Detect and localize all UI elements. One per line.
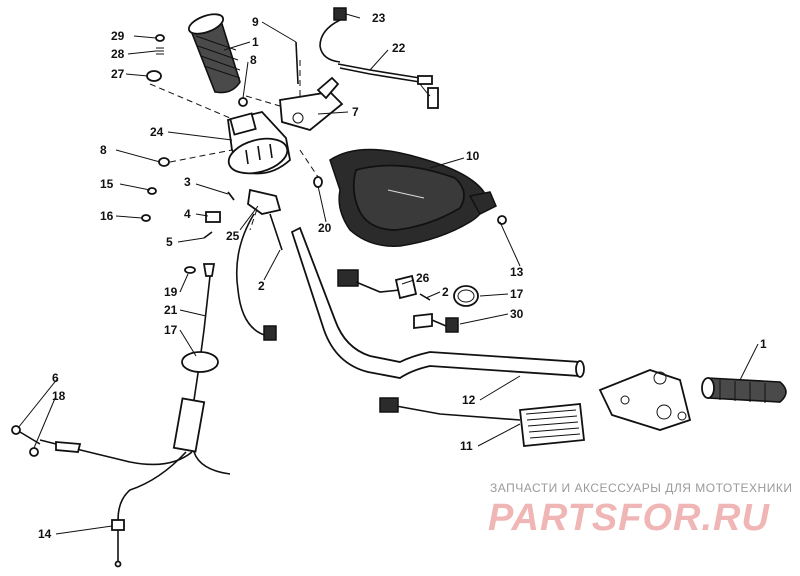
callout-28: 28	[111, 47, 125, 61]
leader-lines	[17, 13, 759, 535]
watermark: ЗАПЧАСТИ И АКСЕССУАРЫ ДЛЯ МОТОТЕХНИКИ PA…	[488, 481, 792, 539]
callout-2-left: 2	[258, 279, 265, 293]
small-hardware	[141, 34, 507, 239]
callout-1-right: 1	[760, 337, 767, 351]
throttle-block	[598, 369, 692, 431]
watermark-caption: ЗАПЧАСТИ И АКСЕССУАРЫ ДЛЯ МОТОТЕХНИКИ	[490, 481, 792, 495]
callout-15: 15	[100, 177, 114, 191]
callout-1-top: 1	[252, 35, 259, 49]
right-grip	[701, 377, 787, 403]
callout-17-left: 17	[164, 323, 178, 337]
callout-23: 23	[372, 11, 386, 25]
brake-lever-bracket	[279, 76, 344, 131]
hand-guard	[329, 148, 497, 247]
kill-switch	[337, 269, 459, 333]
callout-30: 30	[510, 307, 524, 321]
callout-18: 18	[52, 389, 66, 403]
callout-22: 22	[392, 41, 406, 55]
wiring-harness-22	[337, 63, 439, 109]
callout-29: 29	[111, 29, 125, 43]
clamp-17-right	[453, 285, 479, 307]
callout-10: 10	[466, 149, 480, 163]
callout-9: 9	[252, 15, 259, 29]
callout-4: 4	[184, 207, 191, 221]
callout-14: 14	[38, 527, 52, 541]
callout-24: 24	[150, 125, 164, 139]
callout-16: 16	[100, 209, 114, 223]
callout-11: 11	[460, 439, 473, 453]
callout-7: 7	[352, 105, 359, 119]
callout-27: 27	[111, 67, 125, 81]
callout-8-top: 8	[250, 53, 257, 67]
callout-8-left: 8	[100, 143, 107, 157]
switch-23	[319, 7, 347, 63]
heater-element-11	[379, 397, 585, 447]
callouts: 29 28 27 1 9 8 23 22 7 24 8 15 16 3 4 5 …	[38, 11, 767, 541]
throttle-cable	[11, 263, 231, 568]
callout-17-right: 17	[510, 287, 524, 301]
callout-2-right: 2	[442, 285, 449, 299]
callout-19: 19	[164, 285, 178, 299]
switch-25	[235, 188, 283, 341]
watermark-logo: PARTSFOR.RU	[488, 497, 770, 539]
callout-21: 21	[164, 303, 178, 317]
switch-housing	[227, 111, 291, 175]
callout-13: 13	[510, 265, 524, 279]
callout-26: 26	[416, 271, 430, 285]
callout-6: 6	[52, 371, 59, 385]
callout-25: 25	[226, 229, 240, 243]
callout-5: 5	[166, 235, 173, 249]
callout-3: 3	[184, 175, 191, 189]
callout-12: 12	[462, 393, 476, 407]
left-grip	[187, 13, 241, 94]
handlebar	[290, 226, 585, 379]
callout-20: 20	[318, 221, 332, 235]
